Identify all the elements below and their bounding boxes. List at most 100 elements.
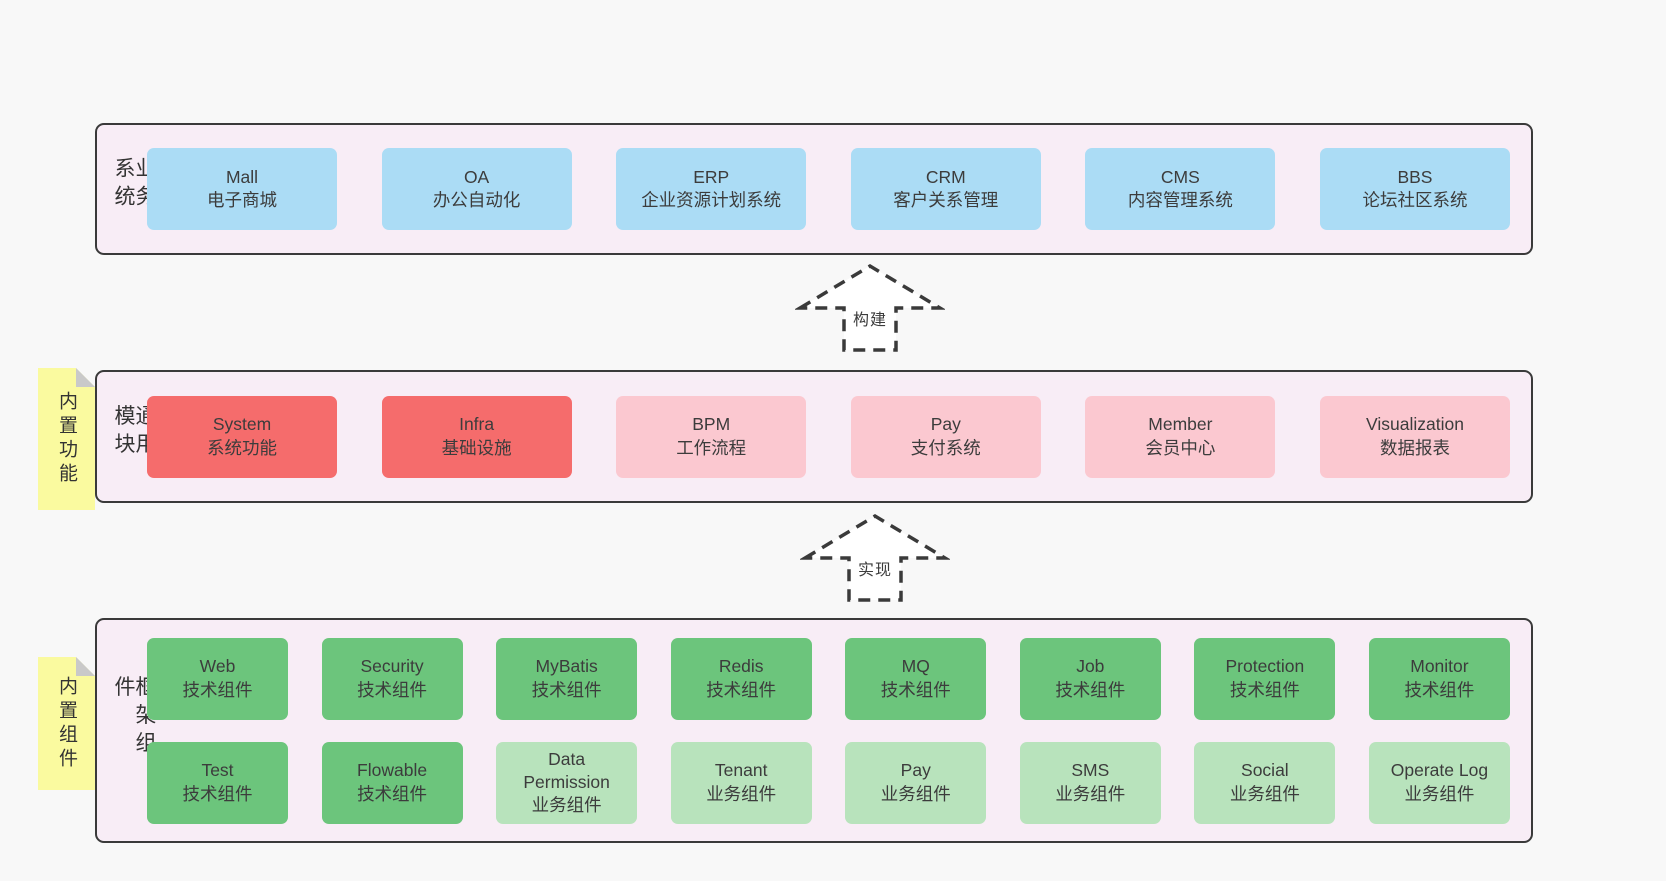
band-business-systems: 业务系统 Mall 电子商城 OA 办公自动化 ERP 企业资源计划系统 CRM…: [95, 123, 1533, 255]
box-job: Job 技术组件: [1019, 637, 1161, 720]
box-mybatis: MyBatis 技术组件: [496, 637, 638, 720]
band-framework-components: 框架组件 Web 技术组件 Security 技术组件 MyBatis 技术组件…: [95, 618, 1533, 843]
box-bbs: BBS 论坛社区系统: [1319, 148, 1510, 230]
box-desc: 办公自动化: [432, 190, 521, 210]
box-desc: 技术组件: [357, 783, 428, 804]
box-desc: 电子商城: [207, 190, 277, 210]
box-mq: MQ 技术组件: [845, 637, 987, 720]
box-name: Security: [360, 656, 424, 677]
box-web: Web 技术组件: [147, 637, 288, 720]
box-name: Pay: [930, 414, 961, 435]
box-sms: SMS 业务组件: [1019, 741, 1161, 824]
box-desc: 业务组件: [1404, 783, 1475, 804]
box-desc: 论坛社区系统: [1362, 190, 1468, 210]
box-desc: 内容管理系统: [1127, 190, 1233, 210]
box-desc: 技术组件: [1404, 679, 1475, 700]
box-desc: 业务组件: [706, 783, 777, 804]
box-desc: 企业资源计划系统: [641, 190, 782, 210]
box-oa: OA 办公自动化: [381, 148, 572, 230]
box-name: Flowable: [357, 760, 428, 781]
arrow-label: 构建: [852, 312, 887, 329]
box-tenant: Tenant 业务组件: [670, 741, 812, 824]
box-name: SMS: [1071, 760, 1110, 781]
box-security: Security 技术组件: [321, 637, 463, 720]
note-label: 内置功能: [56, 391, 77, 487]
box-desc: 业务组件: [1229, 783, 1300, 804]
band-box-grid: Web 技术组件 Security 技术组件 MyBatis 技术组件 Redi…: [97, 620, 1531, 841]
box-name: CMS: [1160, 166, 1200, 187]
box-erp: ERP 企业资源计划系统: [616, 148, 807, 230]
box-name: Operate Log: [1390, 760, 1489, 781]
box-name: Monitor: [1410, 656, 1469, 677]
note-built-in-functions: 内置功能: [38, 368, 95, 510]
box-desc: 技术组件: [182, 679, 253, 700]
box-desc: 技术组件: [531, 679, 602, 700]
up-arrow-icon: [800, 513, 950, 602]
box-mall: Mall 电子商城: [147, 148, 337, 230]
box-system: System 系统功能: [147, 395, 337, 478]
box-cms: CMS 内容管理系统: [1085, 148, 1276, 230]
box-name: Job: [1076, 656, 1105, 677]
box-name: OA: [463, 166, 490, 187]
box-monitor: Monitor 技术组件: [1368, 637, 1510, 720]
box-desc: 技术组件: [1055, 679, 1126, 700]
box-social: Social 业务组件: [1194, 741, 1336, 824]
box-desc: 会员中心: [1145, 437, 1216, 458]
box-test: Test 技术组件: [147, 741, 288, 824]
band-box-row: System 系统功能 Infra 基础设施 BPM 工作流程 Pay 支付系统…: [97, 372, 1531, 501]
box-desc: 工作流程: [676, 437, 747, 458]
box-flowable: Flowable 技术组件: [321, 741, 463, 824]
up-arrow-icon: [795, 263, 945, 352]
band-common-modules: 通用模块 System 系统功能 Infra 基础设施 BPM 工作流程 Pay…: [95, 370, 1533, 503]
box-operate-log: Operate Log 业务组件: [1368, 741, 1510, 824]
box-desc: 基础设施: [441, 437, 512, 458]
folded-corner-icon: [76, 657, 95, 676]
box-name: BPM: [692, 414, 731, 435]
box-name: MyBatis: [535, 656, 598, 677]
box-member: Member 会员中心: [1085, 395, 1276, 478]
box-desc: 数据报表: [1379, 437, 1450, 458]
box-name: ERP: [693, 166, 730, 187]
box-name: Member: [1148, 414, 1213, 435]
box-infra: Infra 基础设施: [381, 395, 572, 478]
box-pay: Pay 支付系统: [850, 395, 1041, 478]
box-name: Social: [1241, 760, 1289, 781]
box-name: System: [212, 414, 272, 435]
box-visualization: Visualization 数据报表: [1319, 395, 1510, 478]
box-name: Data Permission: [523, 748, 610, 792]
component-row-1: Web 技术组件 Security 技术组件 MyBatis 技术组件 Redi…: [147, 637, 1510, 720]
box-desc: 业务组件: [531, 795, 602, 816]
box-desc: 业务组件: [880, 783, 951, 804]
box-name: Infra: [459, 414, 495, 435]
box-desc: 技术组件: [880, 679, 951, 700]
box-name: Tenant: [714, 760, 768, 781]
box-name: Mall: [225, 166, 259, 187]
arrow-up-build: 构建: [795, 262, 945, 354]
box-desc: 技术组件: [357, 679, 428, 700]
note-label: 内置组件: [56, 675, 77, 772]
box-name: Pay: [900, 760, 931, 781]
box-desc: 系统功能: [207, 437, 277, 458]
box-desc: 技术组件: [706, 679, 777, 700]
box-desc: 技术组件: [182, 783, 253, 804]
component-row-2: Test 技术组件 Flowable 技术组件 Data Permission …: [147, 741, 1510, 824]
box-name: Visualization: [1366, 414, 1464, 435]
box-protection: Protection 技术组件: [1194, 637, 1336, 720]
box-name: MQ: [901, 656, 930, 677]
box-name: Test: [201, 760, 234, 781]
box-crm: CRM 客户关系管理: [850, 148, 1041, 230]
box-name: Protection: [1225, 656, 1305, 677]
box-bpm: BPM 工作流程: [616, 395, 807, 478]
box-name: BBS: [1397, 166, 1433, 187]
box-pay-biz: Pay 业务组件: [845, 741, 987, 824]
note-built-in-components: 内置组件: [38, 657, 95, 790]
box-desc: 技术组件: [1229, 679, 1300, 700]
box-redis: Redis 技术组件: [670, 637, 812, 720]
folded-corner-icon: [76, 368, 95, 387]
box-desc: 支付系统: [910, 437, 981, 458]
box-name: Web: [199, 656, 236, 677]
arrow-label: 实现: [857, 562, 892, 579]
box-data-permission: Data Permission 业务组件: [496, 741, 638, 824]
box-name: CRM: [925, 166, 966, 187]
